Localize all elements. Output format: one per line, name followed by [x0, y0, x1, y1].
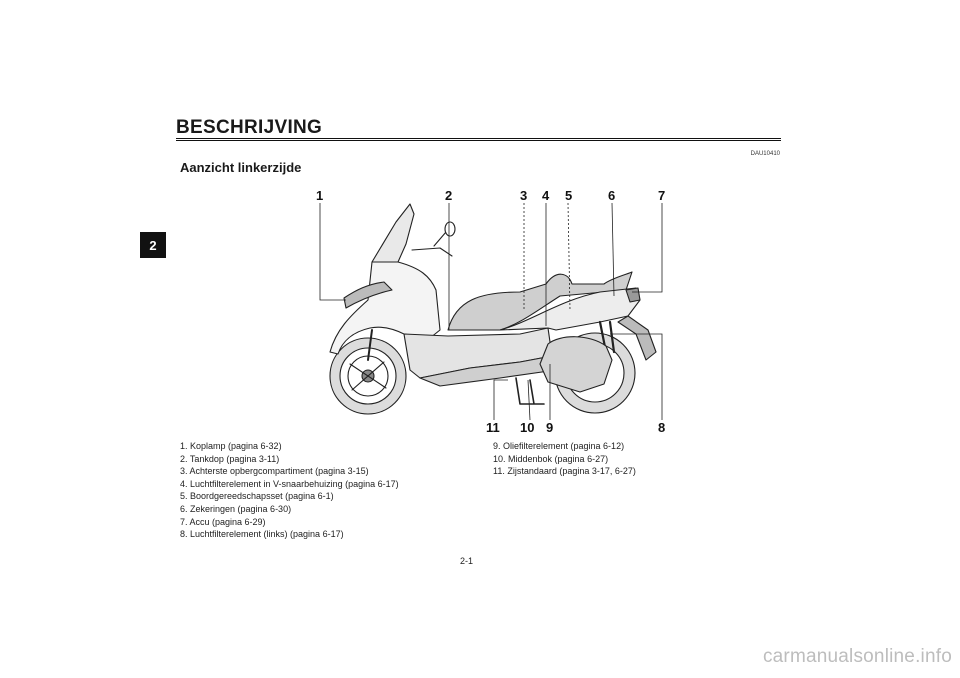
legend-item: 7. Accu (pagina 6-29) [180, 516, 266, 527]
front-fairing [329, 261, 441, 355]
legend-item: 11. Zijstandaard (pagina 3-17, 6-27) [493, 466, 636, 477]
section-tab: 2 [140, 232, 166, 258]
legend-item: 3. Achterste opbergcompartiment (pagina … [180, 466, 369, 477]
callout-2: 2 [445, 188, 453, 203]
legend-item: 10. Middenbok (pagina 6-27) [493, 453, 609, 464]
legend-item: 2. Tankdop (pagina 3-11) [180, 453, 280, 464]
legend-item: 6. Zekeringen (pagina 6-30) [180, 503, 292, 514]
callout-5: 5 [565, 188, 573, 203]
callout-6: 6 [608, 188, 616, 203]
seat [447, 271, 633, 331]
legend-item: 9. Oliefilterelement (pagina 6-12) [493, 441, 625, 451]
windscreen [371, 203, 415, 263]
watermark: carmanualsonline.info [762, 646, 952, 667]
callout-4: 4 [542, 188, 550, 203]
callout-10: 10 [520, 420, 535, 435]
legend-item: 4. Luchtfilterelement in V-snaarbehuizin… [180, 478, 399, 489]
legend-left: 1. Koplamp (pagina 6-32) 2. Tankdop (pag… [180, 440, 399, 541]
callout-7: 7 [658, 188, 666, 203]
callout-9: 9 [546, 420, 554, 435]
callout-1: 1 [316, 188, 324, 203]
page-number: 2-1 [460, 556, 474, 566]
legend-item: 1. Koplamp (pagina 6-32) [180, 441, 282, 451]
doc-code: DAU10410 [750, 151, 780, 157]
rear-body [499, 287, 641, 331]
callout-11: 11 [486, 420, 500, 435]
subsection-title: Aanzicht linkerzijde [180, 160, 302, 175]
legend-item: 5. Boordgereedschapsset (pagina 6-1) [180, 491, 334, 502]
belt-housing [539, 336, 613, 393]
scooter-illustration [319, 202, 663, 421]
page-title: BESCHRIJVING [176, 117, 323, 138]
legend-right: 9. Oliefilterelement (pagina 6-12) 10. M… [493, 440, 636, 478]
front-wheel [329, 337, 407, 415]
legend-item: 8. Luchtfilterelement (links) (pagina 6-… [180, 529, 344, 540]
callout-8: 8 [658, 420, 666, 435]
callout-3: 3 [520, 188, 528, 203]
title-rule [176, 138, 781, 141]
